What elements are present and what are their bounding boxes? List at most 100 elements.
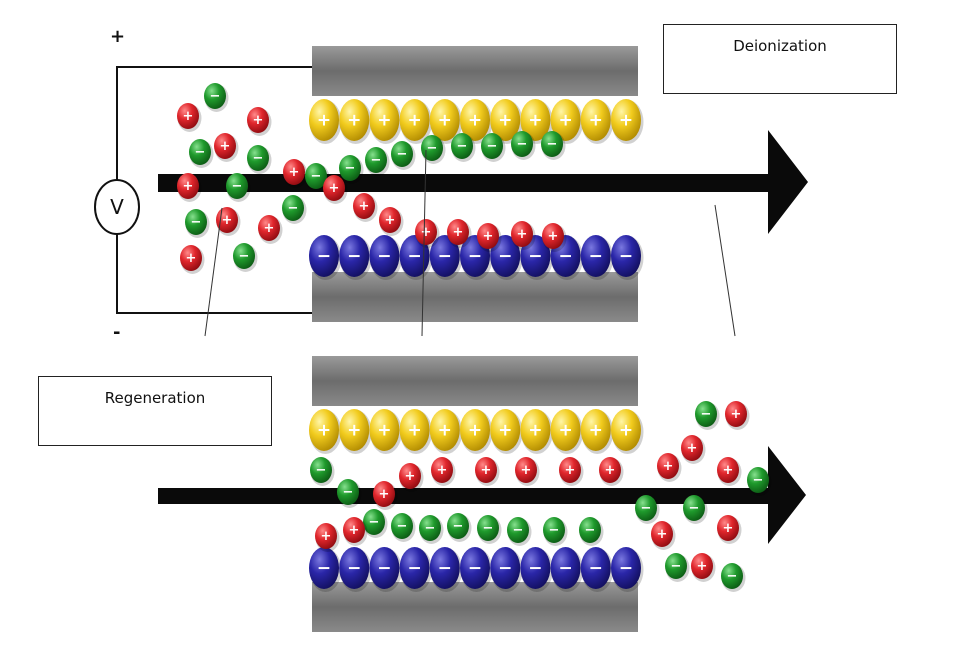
svg-text:+: + bbox=[349, 523, 360, 538]
cation-ion: + bbox=[717, 457, 742, 486]
cation-ion: + bbox=[477, 223, 502, 252]
regeneration-cell: +++++++++++ −−−−−−−−−−− −−+++++++−−−−−−−… bbox=[158, 356, 806, 632]
svg-text:−: − bbox=[589, 559, 603, 579]
cation-ion: + bbox=[559, 457, 584, 486]
positive-electrode-charge: + bbox=[339, 409, 372, 454]
anion-ion: − bbox=[543, 517, 568, 546]
positive-electrode-charge: + bbox=[490, 409, 523, 454]
svg-text:+: + bbox=[605, 463, 616, 478]
negative-electrode-charge: − bbox=[611, 547, 644, 592]
negative-electrode-charge: − bbox=[580, 235, 614, 280]
svg-text:−: − bbox=[369, 515, 380, 530]
negative-electrode-charge: − bbox=[429, 235, 463, 280]
svg-text:−: − bbox=[195, 145, 206, 160]
positive-electrode-charge: + bbox=[309, 409, 342, 454]
svg-text:−: − bbox=[438, 559, 452, 579]
circuit: V bbox=[94, 66, 320, 314]
cation-ion: + bbox=[691, 553, 716, 582]
cation-ion: + bbox=[177, 103, 202, 132]
negative-electrode-charge: − bbox=[550, 235, 584, 280]
svg-text:+: + bbox=[253, 113, 264, 128]
svg-text:+: + bbox=[468, 421, 482, 441]
cation-ion: + bbox=[651, 521, 676, 550]
svg-text:−: − bbox=[498, 559, 512, 579]
svg-text:+: + bbox=[558, 421, 572, 441]
svg-text:−: − bbox=[316, 463, 327, 478]
positive-electrode-charge: + bbox=[369, 409, 402, 454]
negative-electrode-charge: − bbox=[460, 547, 493, 592]
svg-text:+: + bbox=[347, 111, 361, 131]
cation-ion: + bbox=[542, 223, 567, 252]
deionization-label-box: Deionization bbox=[663, 24, 897, 94]
svg-text:+: + bbox=[347, 421, 361, 441]
anion-ion: − bbox=[683, 495, 708, 524]
svg-text:−: − bbox=[288, 201, 299, 216]
bottom-positive-plate bbox=[312, 356, 638, 406]
anion-ion: − bbox=[579, 517, 604, 546]
anion-ion: − bbox=[185, 209, 210, 238]
svg-text:−: − bbox=[253, 151, 264, 166]
svg-text:+: + bbox=[663, 459, 674, 474]
svg-text:−: − bbox=[239, 249, 250, 264]
svg-text:−: − bbox=[528, 247, 542, 267]
svg-text:−: − bbox=[371, 153, 382, 168]
negative-electrode-charge: − bbox=[429, 547, 463, 592]
svg-text:−: − bbox=[585, 523, 596, 538]
svg-text:+: + bbox=[377, 111, 391, 131]
negative-electrode-charge: − bbox=[339, 547, 372, 592]
svg-text:+: + bbox=[222, 213, 233, 228]
positive-electrode-charge: + bbox=[550, 99, 584, 144]
svg-text:+: + bbox=[453, 225, 464, 240]
top-positive-charge-row: +++++++++++ bbox=[309, 99, 644, 144]
svg-text:+: + bbox=[186, 251, 197, 266]
svg-text:−: − bbox=[397, 147, 408, 162]
svg-text:+: + bbox=[619, 421, 633, 441]
svg-text:+: + bbox=[468, 111, 482, 131]
anion-ion: − bbox=[721, 563, 746, 592]
svg-text:+: + bbox=[517, 227, 528, 242]
top-flow-arrow bbox=[158, 130, 808, 234]
cation-ion: + bbox=[343, 517, 368, 546]
svg-text:−: − bbox=[453, 519, 464, 534]
svg-text:+: + bbox=[483, 229, 494, 244]
svg-text:+: + bbox=[438, 111, 452, 131]
anion-ion: − bbox=[391, 141, 416, 170]
anion-ion: − bbox=[282, 195, 307, 224]
svg-text:+: + bbox=[565, 463, 576, 478]
negative-electrode-charge: − bbox=[520, 547, 553, 592]
svg-text:−: − bbox=[589, 247, 603, 267]
cation-ion: + bbox=[515, 457, 540, 486]
svg-text:−: − bbox=[407, 247, 421, 267]
svg-text:+: + bbox=[657, 527, 668, 542]
svg-text:−: − bbox=[547, 137, 558, 152]
positive-electrode-charge: + bbox=[460, 99, 493, 144]
cation-ion: + bbox=[353, 193, 378, 222]
anion-ion: − bbox=[337, 479, 362, 508]
svg-text:+: + bbox=[405, 469, 416, 484]
positive-electrode-charge: + bbox=[369, 99, 402, 144]
anion-ion: − bbox=[481, 133, 506, 162]
svg-text:+: + bbox=[329, 181, 340, 196]
svg-text:+: + bbox=[589, 421, 603, 441]
svg-text:−: − bbox=[317, 247, 331, 267]
anion-ion: − bbox=[233, 243, 258, 272]
negative-electrode-charge: − bbox=[399, 547, 433, 592]
positive-electrode-charge: + bbox=[580, 99, 614, 144]
cation-ion: + bbox=[599, 457, 624, 486]
pointer-lines bbox=[204, 149, 736, 337]
anion-ion: − bbox=[421, 135, 446, 164]
anion-ion: − bbox=[507, 517, 532, 546]
pointer-line-middle bbox=[421, 149, 427, 337]
cation-ion: + bbox=[258, 215, 283, 244]
voltmeter-icon bbox=[94, 179, 140, 235]
svg-text:+: + bbox=[289, 165, 300, 180]
cation-ion: + bbox=[323, 175, 348, 204]
anion-ion: − bbox=[511, 131, 536, 160]
anion-ion: − bbox=[339, 155, 364, 184]
top-ions: −+++−−+−+−−+−−−−−−−++−−+++−+++++ bbox=[177, 83, 567, 274]
svg-text:+: + bbox=[589, 111, 603, 131]
cation-ion: + bbox=[379, 207, 404, 236]
svg-text:−: − bbox=[232, 179, 243, 194]
svg-text:+: + bbox=[723, 463, 734, 478]
negative-electrode-charge: − bbox=[611, 235, 644, 280]
